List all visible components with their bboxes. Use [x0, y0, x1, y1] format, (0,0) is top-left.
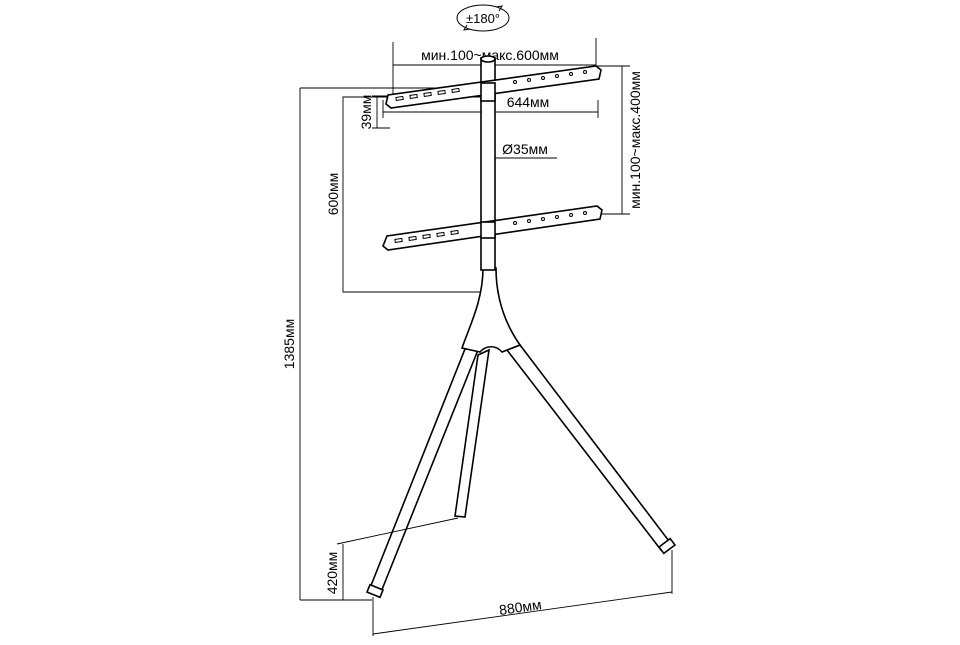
center-pole [480, 55, 496, 271]
rotation-arrow-left [463, 24, 471, 31]
total-height-dimension: 1385мм [281, 87, 480, 601]
front-left-foot [365, 583, 385, 599]
bracket-width-label: 644мм [507, 94, 550, 110]
pole-diameter-dimension: Ø35мм [488, 141, 557, 159]
rotation-indicator: ±180° [456, 4, 510, 32]
upper-bracket-slots [395, 70, 587, 101]
front-right-leg [505, 344, 674, 551]
rotation-ellipse [456, 4, 510, 32]
base-width-label: 880мм [498, 596, 542, 618]
lower-bracket-slots [394, 211, 587, 243]
upper-bracket-clamp [480, 82, 496, 102]
base-width-dimension: 880мм [372, 550, 673, 636]
center-height-label: 600мм [325, 173, 341, 216]
vesa-vertical-dimension: мин.100~макс.400мм [596, 65, 643, 215]
vesa-vertical-label: мин.100~макс.400мм [627, 71, 643, 209]
leg-clearance-dimension: 420мм [324, 517, 459, 601]
upper-bracket [385, 65, 602, 109]
front-right-foot [657, 537, 677, 555]
lower-bracket-clamp [480, 221, 496, 239]
lower-bracket [382, 205, 603, 251]
vesa-horizontal-label: мин.100~макс.600мм [421, 47, 559, 63]
back-leg [454, 348, 490, 518]
pole-cap [480, 55, 496, 63]
leg-clearance-label: 420мм [324, 552, 340, 595]
tripod-legs [365, 267, 677, 599]
total-height-label: 1385мм [281, 319, 297, 369]
leg-joint [460, 267, 522, 353]
rotation-label: ±180° [466, 11, 500, 26]
rotation-arrow-right [495, 5, 503, 12]
pole-diameter-label: Ø35мм [502, 141, 548, 157]
center-height-dimension: 600мм [325, 96, 482, 293]
bracket-height-label: 39мм [358, 95, 374, 130]
bracket-height-dimension: 39мм [358, 95, 390, 130]
